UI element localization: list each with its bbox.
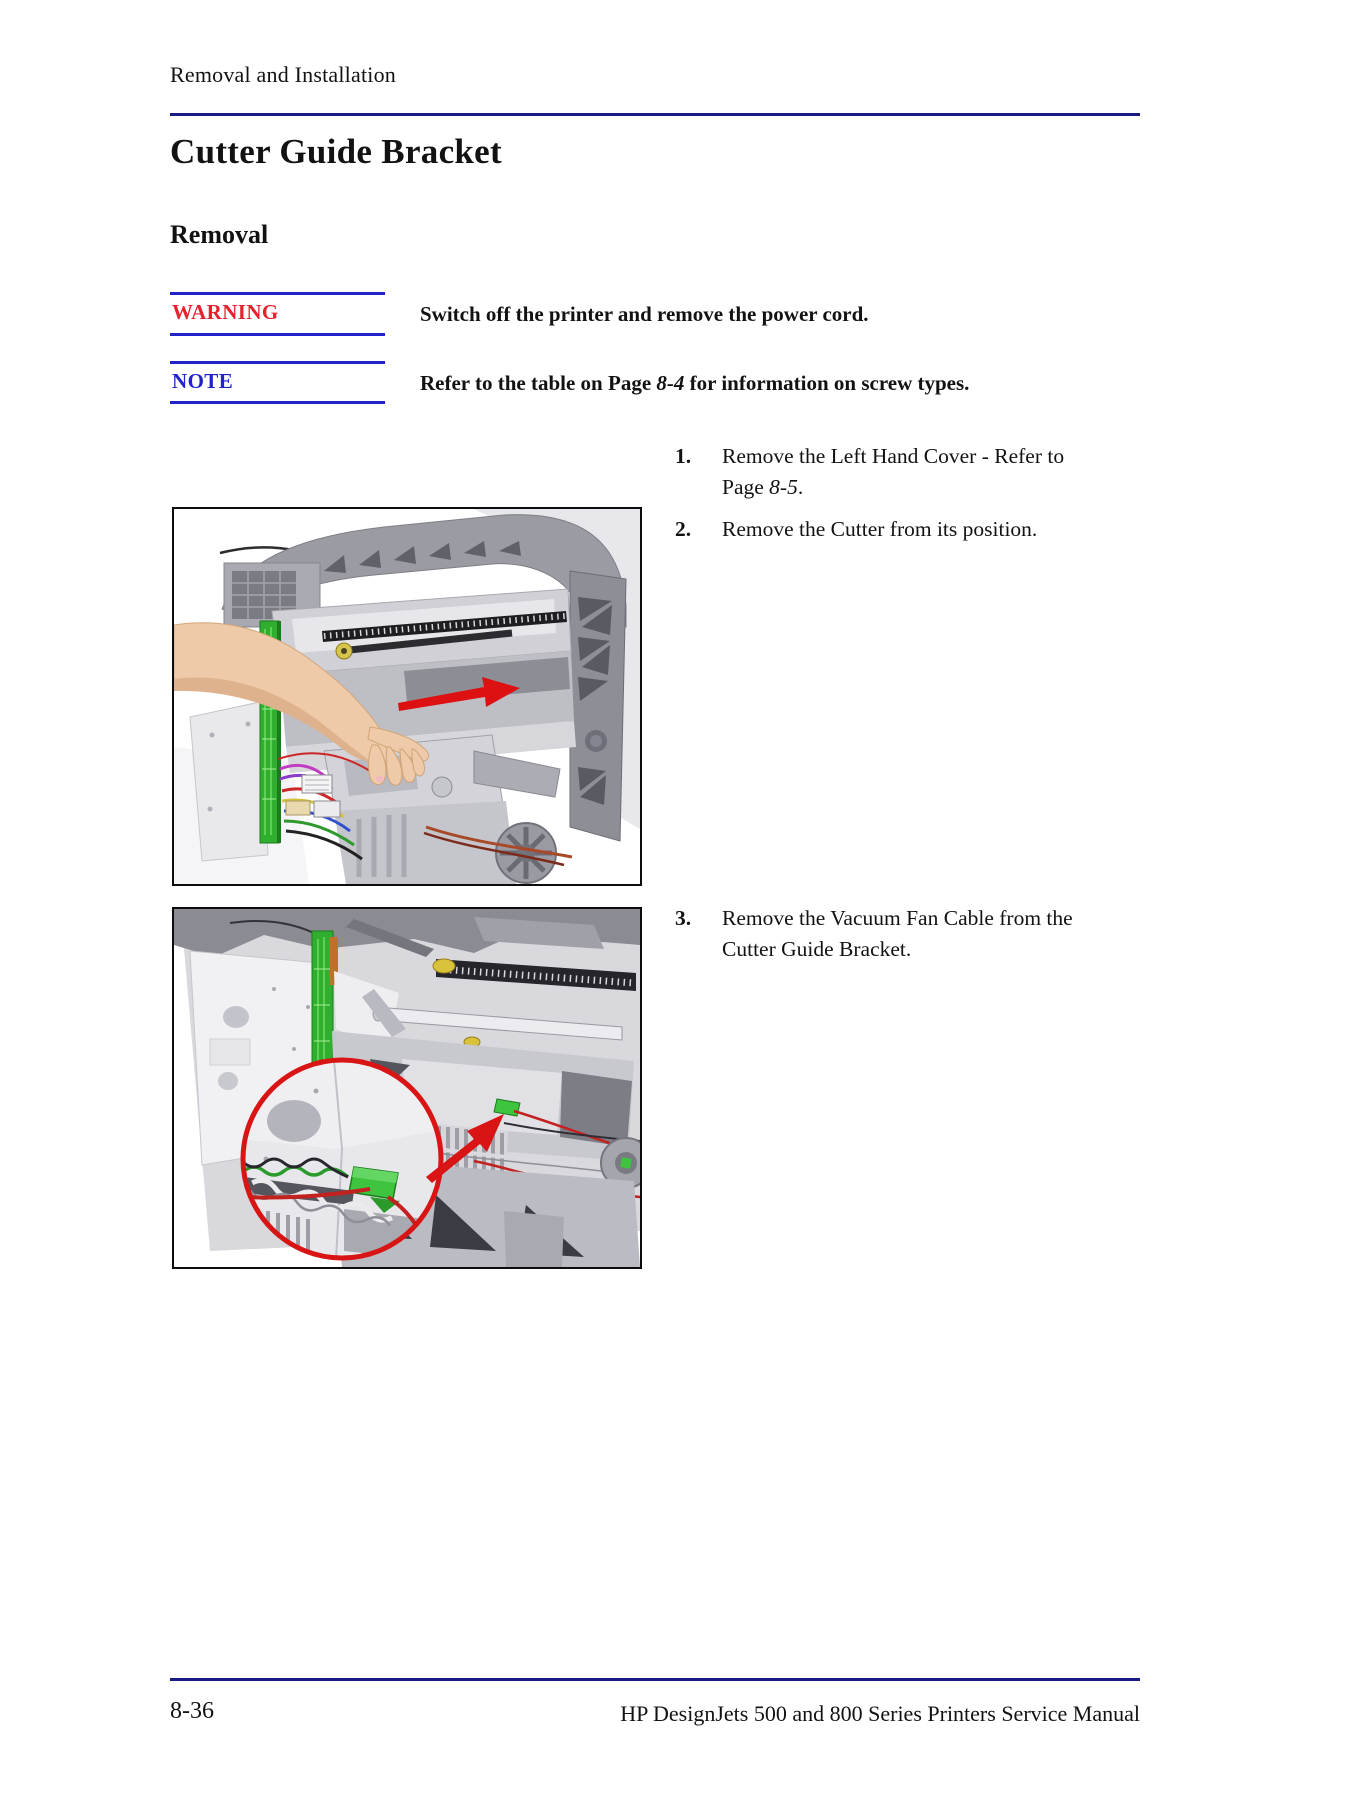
figure-vacuum-fan-cable-image xyxy=(174,909,640,1267)
running-header: Removal and Installation xyxy=(170,62,396,87)
header-rule xyxy=(170,113,1140,116)
step-1-page-reference: 8-5 xyxy=(769,475,798,499)
direction-arrow-icon xyxy=(398,677,520,711)
step-3-text: Remove the Vacuum Fan Cable from the Cut… xyxy=(722,906,1073,961)
callout-arrow-icon xyxy=(426,1114,504,1183)
figure-vacuum-fan-cable xyxy=(172,907,642,1269)
technician-hand xyxy=(174,622,429,786)
encoder-strip xyxy=(436,959,636,991)
figure-cutter-removal xyxy=(172,507,642,886)
note-rule-top xyxy=(170,361,385,364)
footer-rule xyxy=(170,1678,1140,1681)
note-page-reference: 8-4 xyxy=(656,371,685,395)
section-heading: Removal xyxy=(170,220,269,249)
step-1-text: Remove the Left Hand Cover - Refer to Pa… xyxy=(722,444,1065,499)
footer-manual-title: HP DesignJets 500 and 800 Series Printer… xyxy=(620,1701,1140,1726)
vacuum-fan-connector xyxy=(493,1098,521,1117)
callout-circle-icon xyxy=(240,1057,444,1261)
figure-cutter-removal-image xyxy=(174,509,640,884)
step-3-number: 3. xyxy=(675,906,692,930)
warning-rule-top xyxy=(170,292,385,295)
callout-magnified-view xyxy=(243,1060,441,1258)
footer-page-number: 8-36 xyxy=(170,1698,214,1724)
warning-label: WARNING xyxy=(172,300,279,324)
note-rule-bottom xyxy=(170,401,385,404)
note-text: Refer to the table on Page 8-4 for infor… xyxy=(420,371,970,395)
page-title: Cutter Guide Bracket xyxy=(170,132,502,171)
step-2-number: 2. xyxy=(675,517,692,541)
step-1-number: 1. xyxy=(675,444,692,468)
step-2-text: Remove the Cutter from its position. xyxy=(722,517,1038,541)
frame-truss-notches xyxy=(324,541,521,573)
note-label: NOTE xyxy=(172,369,234,393)
warning-text: Switch off the printer and remove the po… xyxy=(420,302,869,326)
warning-rule-bottom xyxy=(170,333,385,336)
